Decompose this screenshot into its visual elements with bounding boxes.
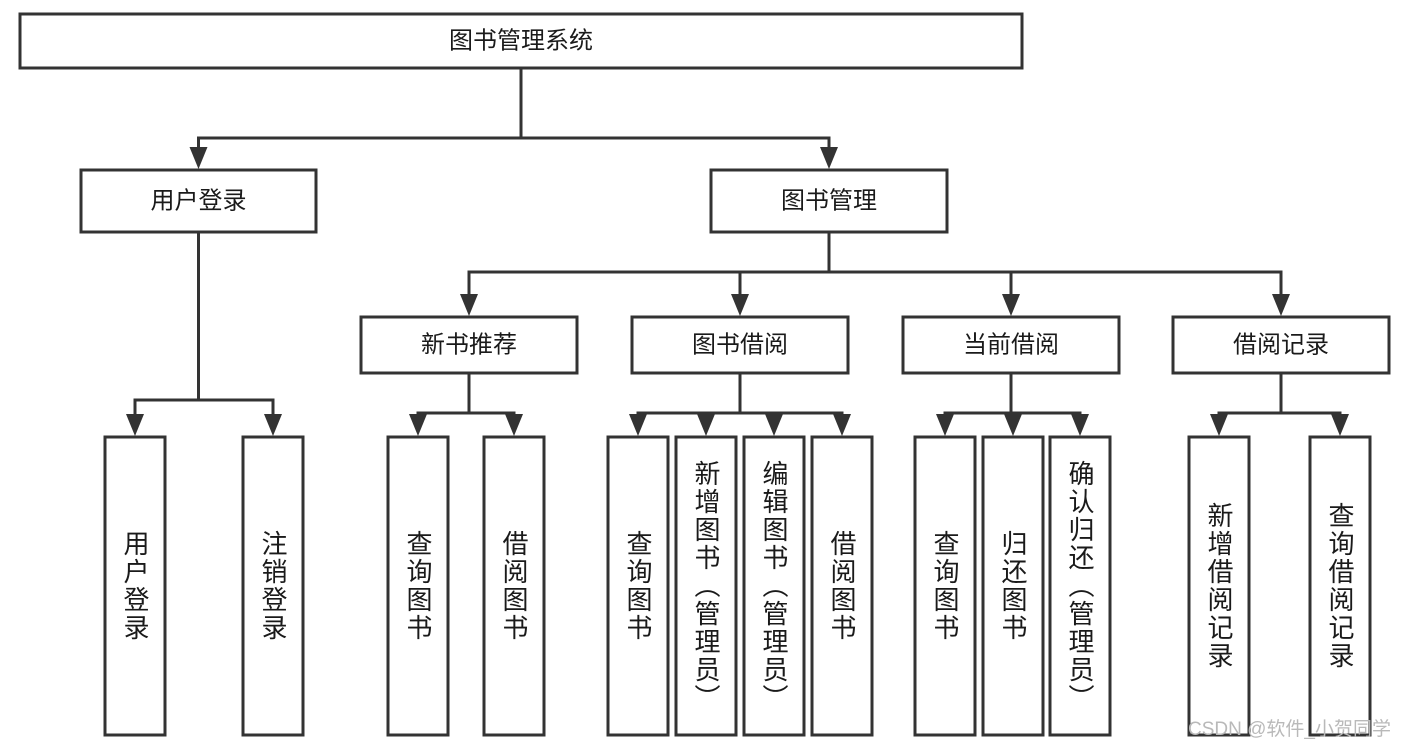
node-label-book-manage: 图书管理: [781, 187, 877, 214]
arrow-head-icon: [1331, 414, 1349, 436]
node-box-book-manage[interactable]: [709, 168, 949, 234]
arrow-head-icon: [833, 414, 851, 436]
node-box-current-borrow[interactable]: [901, 315, 1121, 375]
node-box-leaf-query-book-1[interactable]: [386, 435, 450, 737]
node-leaf-query-record[interactable]: [1308, 435, 1372, 737]
node-box-borrow-record[interactable]: [1171, 315, 1391, 375]
arrow-head-icon: [505, 414, 523, 436]
node-box-leaf-edit-book[interactable]: [742, 435, 806, 737]
arrow-head-icon: [264, 414, 282, 436]
node-book-manage[interactable]: 图书管理: [709, 168, 949, 234]
node-leaf-logout[interactable]: [241, 435, 305, 737]
node-box-leaf-query-book-3[interactable]: [913, 435, 977, 737]
node-borrow-record[interactable]: 借阅记录: [1171, 315, 1391, 375]
arrow-head-icon: [460, 294, 478, 316]
arrow-head-icon: [126, 414, 144, 436]
node-label-borrow-record: 借阅记录: [1233, 331, 1329, 358]
node-leaf-query-book-3[interactable]: [913, 435, 977, 737]
arrow-head-icon: [1002, 294, 1020, 316]
csdn-watermark: CSDN @软件_小贺同学: [1188, 719, 1391, 740]
node-new-book-rec[interactable]: 新书推荐: [359, 315, 579, 375]
node-box-book-borrow[interactable]: [630, 315, 850, 375]
arrow-head-icon: [409, 414, 427, 436]
node-leaf-borrow-book-1[interactable]: [482, 435, 546, 737]
connectors-layer: [126, 66, 1349, 436]
node-box-leaf-query-record[interactable]: [1308, 435, 1372, 737]
node-box-root[interactable]: [18, 12, 1024, 70]
node-box-leaf-user-login[interactable]: [103, 435, 167, 737]
node-leaf-edit-book[interactable]: [742, 435, 806, 737]
arrow-head-icon: [629, 414, 647, 436]
node-leaf-borrow-book-2[interactable]: [810, 435, 874, 737]
arrow-head-icon: [765, 414, 783, 436]
arrow-head-icon: [1004, 414, 1022, 436]
node-leaf-user-login[interactable]: [103, 435, 167, 737]
node-box-leaf-add-record[interactable]: [1187, 435, 1251, 737]
arrow-head-icon: [731, 294, 749, 316]
node-box-leaf-logout[interactable]: [241, 435, 305, 737]
node-box-leaf-return-book[interactable]: [981, 435, 1045, 737]
arrow-head-icon: [1071, 414, 1089, 436]
node-label-root: 图书管理系统: [449, 27, 593, 54]
node-box-leaf-add-book[interactable]: [674, 435, 738, 737]
node-leaf-query-book-2[interactable]: [606, 435, 670, 737]
node-label-book-borrow: 图书借阅: [692, 331, 788, 358]
node-box-new-book-rec[interactable]: [359, 315, 579, 375]
node-current-borrow[interactable]: 当前借阅: [901, 315, 1121, 375]
arrow-head-icon: [820, 147, 838, 169]
node-label-new-book-rec: 新书推荐: [421, 331, 517, 358]
node-box-user-login[interactable]: [79, 168, 318, 234]
node-box-leaf-borrow-book-1[interactable]: [482, 435, 546, 737]
arrow-head-icon: [1272, 294, 1290, 316]
node-leaf-return-book[interactable]: [981, 435, 1045, 737]
node-label-current-borrow: 当前借阅: [963, 331, 1059, 358]
node-box-leaf-query-book-2[interactable]: [606, 435, 670, 737]
node-label-user-login: 用户登录: [151, 187, 247, 214]
arrow-head-icon: [697, 414, 715, 436]
arrow-head-icon: [1210, 414, 1228, 436]
node-box-leaf-borrow-book-2[interactable]: [810, 435, 874, 737]
node-user-login[interactable]: 用户登录: [79, 168, 318, 234]
node-leaf-query-book-1[interactable]: [386, 435, 450, 737]
node-leaf-add-record[interactable]: [1187, 435, 1251, 737]
node-leaf-confirm-return[interactable]: [1048, 435, 1112, 737]
node-root[interactable]: 图书管理系统: [18, 12, 1024, 70]
node-box-leaf-confirm-return[interactable]: [1048, 435, 1112, 737]
arrow-head-icon: [189, 147, 208, 169]
node-leaf-add-book[interactable]: [674, 435, 738, 737]
arrow-head-icon: [936, 414, 954, 436]
node-book-borrow[interactable]: 图书借阅: [630, 315, 850, 375]
